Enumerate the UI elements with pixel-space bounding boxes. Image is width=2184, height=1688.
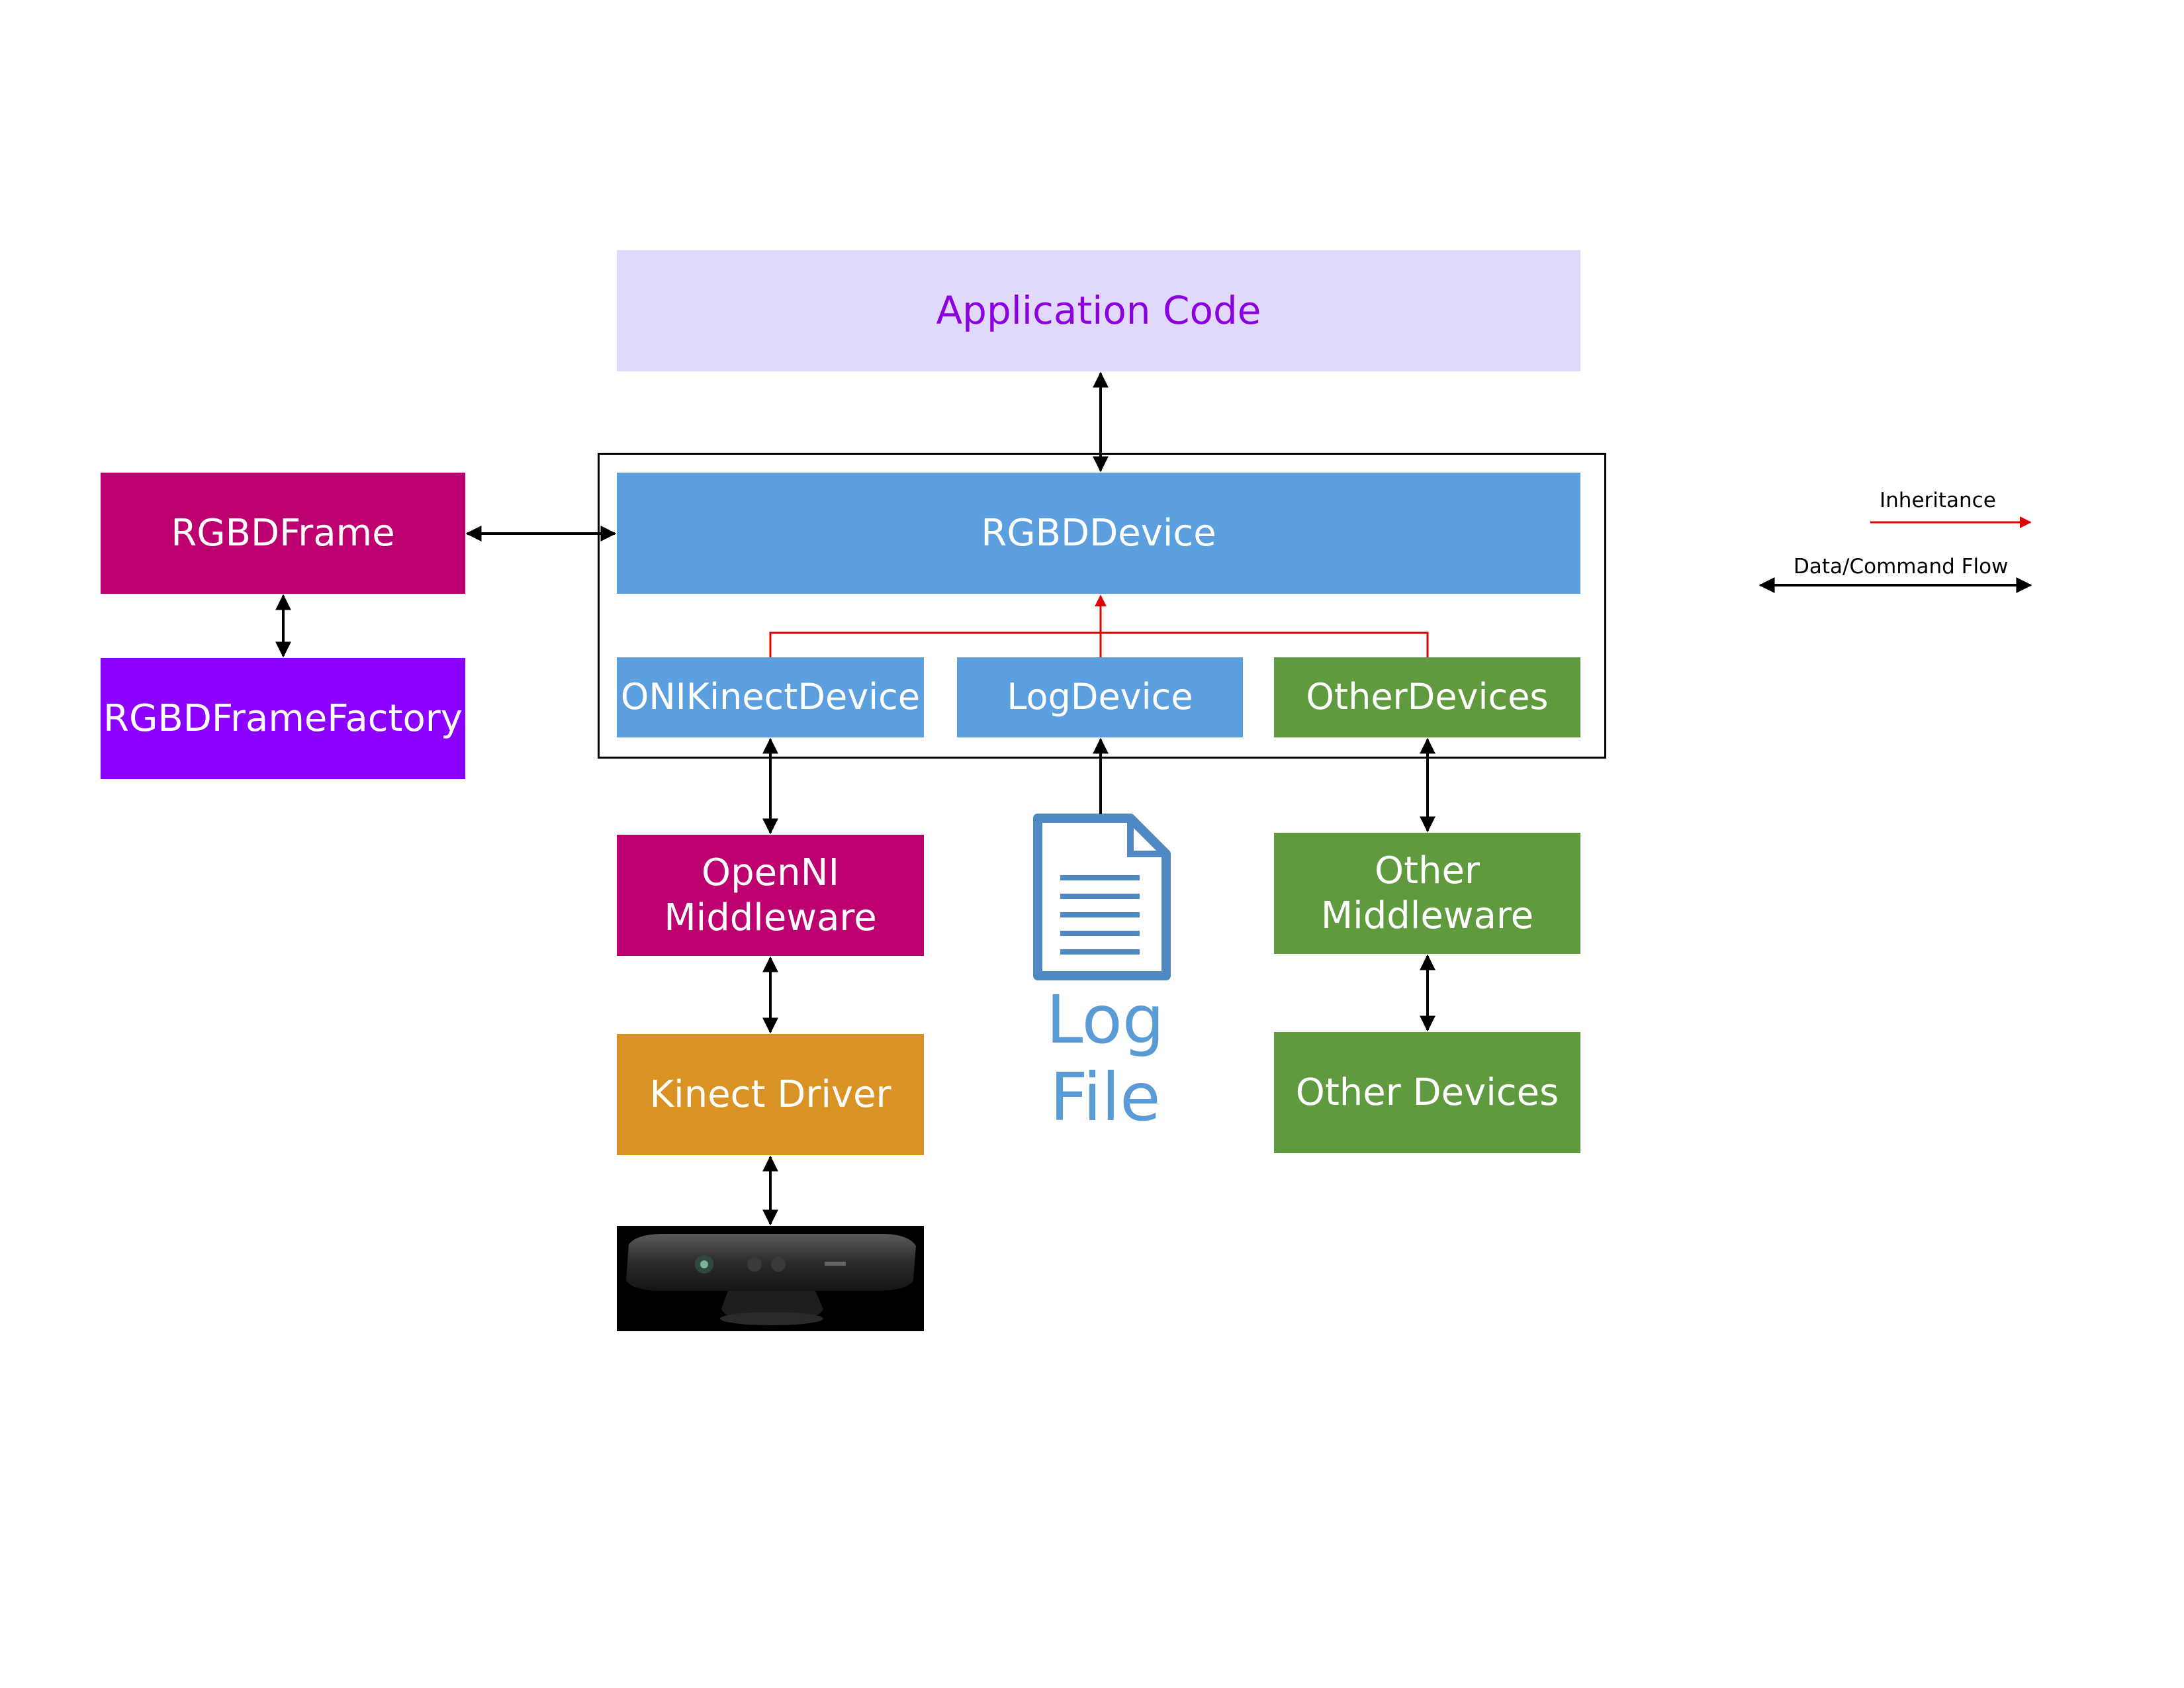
other-middleware-box: Other Middleware [1274, 833, 1580, 954]
other-devices-class-label: OtherDevices [1306, 676, 1549, 718]
rgbd-frame-factory-label: RGBDFrameFactory [103, 696, 463, 740]
rgbd-frame-label: RGBDFrame [171, 511, 395, 555]
kinect-driver-box: Kinect Driver [617, 1034, 924, 1155]
other-devices-class-box: OtherDevices [1274, 657, 1580, 737]
oni-kinect-device-label: ONIKinectDevice [620, 676, 921, 718]
kinect-driver-label: Kinect Driver [649, 1072, 891, 1116]
application-code-box: Application Code [617, 250, 1580, 371]
rgbd-frame-box: RGBDFrame [101, 473, 465, 594]
rgbd-frame-factory-box: RGBDFrameFactory [101, 658, 465, 779]
openni-middleware-label: OpenNI Middleware [664, 851, 877, 939]
rgbd-device-label: RGBDDevice [981, 511, 1216, 555]
inheritance-oni [769, 632, 1429, 657]
document-icon [1032, 813, 1171, 981]
legend-inheritance-label: Inheritance [1880, 489, 1996, 512]
legend-flow-label: Data/Command Flow [1794, 555, 2009, 579]
other-middleware-label: Other Middleware [1320, 849, 1534, 937]
log-file-label: Log File [1046, 981, 1165, 1136]
openni-middleware-box: OpenNI Middleware [617, 835, 924, 956]
other-devices-box: Other Devices [1274, 1032, 1580, 1153]
oni-kinect-device-box: ONIKinectDevice [617, 657, 924, 737]
log-device-label: LogDevice [1007, 676, 1193, 718]
kinect-sensor-image [617, 1226, 924, 1331]
other-devices-label: Other Devices [1295, 1070, 1559, 1114]
application-code-label: Application Code [936, 287, 1261, 333]
log-device-box: LogDevice [957, 657, 1243, 737]
rgbd-device-box: RGBDDevice [617, 473, 1580, 594]
